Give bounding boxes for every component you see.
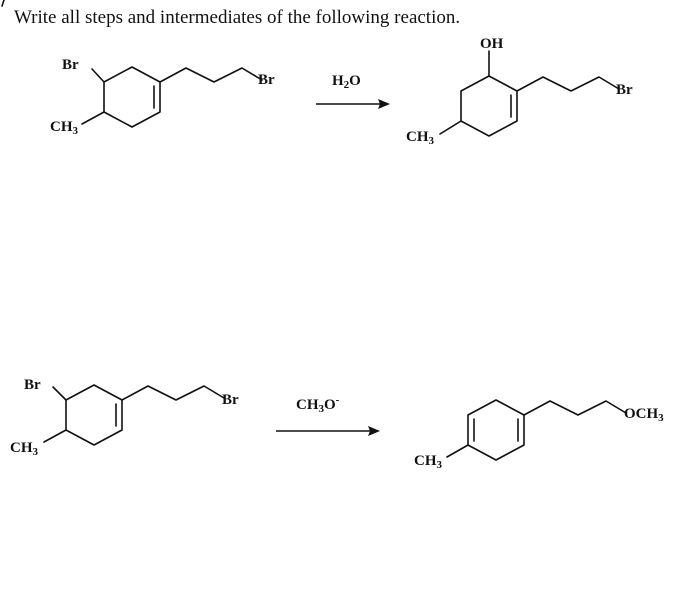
och3-base: OCH xyxy=(624,406,659,422)
br-chain-label: Br xyxy=(258,72,275,88)
question-text: Write all steps and intermediates of the… xyxy=(14,7,460,28)
och3-label: OCH3 xyxy=(624,406,664,424)
alkyl-chain xyxy=(159,67,263,83)
reagent2-base: CH xyxy=(296,397,319,413)
br-ring-label: Br xyxy=(62,57,79,73)
alkyl-chain xyxy=(516,76,620,92)
corner-mark xyxy=(1,0,5,7)
reaction2-arrow: CH3O- xyxy=(276,394,380,436)
ch3-bond xyxy=(446,444,469,458)
ch3-base: CH xyxy=(406,129,429,145)
ch3-bond xyxy=(439,120,462,135)
ch3-base: CH xyxy=(50,119,73,135)
cyclohexadiene-ring xyxy=(467,399,525,461)
reagent2-charge: - xyxy=(336,394,340,406)
reaction1-reactant: Br Br CH3 xyxy=(50,57,275,137)
ch3-label: CH3 xyxy=(406,129,435,147)
ch3-label: CH3 xyxy=(414,453,443,471)
ch3-label: CH3 xyxy=(10,440,39,458)
arrow2-head xyxy=(368,426,380,436)
br-chain-label: Br xyxy=(616,82,633,98)
br-bond xyxy=(91,68,105,83)
ch3-subscript: 3 xyxy=(429,135,435,147)
cyclohexene-ring xyxy=(460,75,518,137)
ch3-bond xyxy=(81,111,105,125)
reagent1-subscript: 2 xyxy=(344,79,350,91)
reaction1-product: OH Br CH3 xyxy=(406,36,633,147)
och3-subscript: 3 xyxy=(658,412,664,424)
reaction2-reactant: Br Br CH3 xyxy=(10,377,239,458)
reagent1-tail: O xyxy=(349,73,361,89)
ch3-base: CH xyxy=(414,453,437,469)
br-ring-label: Br xyxy=(24,377,41,393)
br-chain-label: Br xyxy=(222,392,239,408)
alkyl-chain xyxy=(121,385,225,401)
alkyl-chain xyxy=(523,400,627,416)
ch3-subscript: 3 xyxy=(33,446,39,458)
ch3-bond xyxy=(43,429,67,443)
reagent1-base: H xyxy=(332,73,344,89)
ch3-label: CH3 xyxy=(50,119,79,137)
ch3-subscript: 3 xyxy=(73,125,79,137)
arrow1-head xyxy=(378,99,390,109)
reagent2-label: CH3O- xyxy=(296,394,340,415)
reagent1-label: H2O xyxy=(332,73,361,91)
ch3-subscript: 3 xyxy=(437,459,443,471)
reagent2-subscript: 3 xyxy=(319,403,325,415)
reaction1-arrow: H2O xyxy=(316,73,390,109)
reaction2-product: OCH3 CH3 xyxy=(414,399,664,471)
ch3-base: CH xyxy=(10,440,33,456)
cyclohexene-ring xyxy=(103,66,161,128)
reagent2-tail: O xyxy=(324,397,336,413)
br-bond xyxy=(52,386,67,401)
oh-label: OH xyxy=(480,36,504,52)
cyclohexene-ring xyxy=(65,384,123,446)
